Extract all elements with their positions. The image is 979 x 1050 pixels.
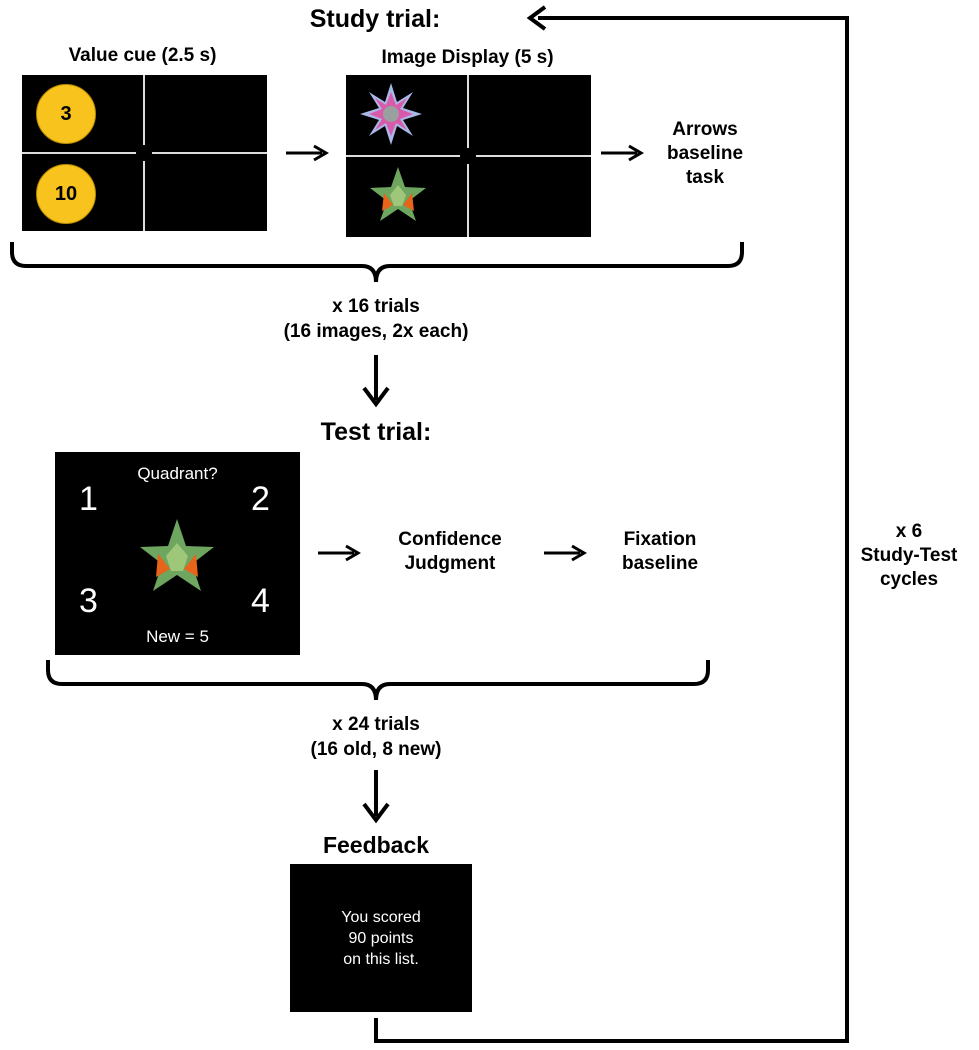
arrows-baseline-label: Arrows baseline task	[666, 119, 744, 188]
image-display-screen	[346, 75, 591, 237]
arrow-study-to-test	[362, 355, 390, 408]
quadrant-2-label: 2	[251, 480, 270, 518]
arrow-test-to-confidence	[318, 544, 361, 562]
value-coin-bottom: 10	[36, 164, 96, 224]
cycle-label: Study-Test cycles	[860, 545, 958, 590]
cycle-loop-arrow	[374, 5, 849, 1043]
quadrant-prompt: Quadrant?	[137, 464, 218, 483]
feedback-title: Feedback	[322, 832, 430, 858]
feedback-screen: You scored 90 points on this list.	[290, 864, 472, 1012]
new-option-label: New = 5	[146, 627, 209, 646]
study-brace	[10, 242, 744, 283]
stimulus-image-green	[370, 167, 426, 221]
coin-bottom-value: 10	[54, 182, 78, 205]
cycle-count: x 6	[895, 521, 923, 542]
image-display-label: Image Display (5 s)	[381, 47, 554, 68]
coin-top-value: 3	[60, 102, 72, 125]
confidence-judgment-label: Confidence Judgment	[398, 529, 502, 574]
test-trial-title: Test trial:	[320, 418, 432, 446]
study-repeat-count: x 16 trials	[332, 296, 420, 317]
stimulus-image-pink	[360, 83, 422, 145]
arrow-confidence-to-fixation	[544, 544, 587, 562]
quadrant-4-label: 4	[251, 582, 270, 620]
value-cue-label: Value cue (2.5 s)	[68, 45, 217, 66]
feedback-message: You scored 90 points on this list.	[341, 908, 421, 968]
value-coin-top: 3	[36, 84, 96, 144]
quadrant-grid	[346, 75, 591, 237]
value-cue-screen: 3 10	[22, 75, 267, 231]
arrow-display-to-arrows	[601, 144, 644, 162]
study-repeat-detail: (16 images, 2x each)	[283, 321, 469, 342]
stimulus-image-test	[140, 519, 214, 591]
test-repeat-detail: (16 old, 8 new)	[310, 739, 442, 760]
test-brace	[46, 660, 710, 701]
fixation-baseline-label: Fixation baseline	[621, 529, 699, 574]
quadrant-3-label: 3	[79, 582, 98, 620]
arrow-test-to-feedback	[362, 770, 390, 824]
test-repeat-count: x 24 trials	[332, 714, 420, 735]
study-trial-title: Study trial:	[309, 5, 441, 33]
arrow-cue-to-display	[286, 144, 329, 162]
quadrant-grid	[22, 75, 267, 231]
test-trial-screen: Quadrant? 1 2 3 4 New = 5	[55, 452, 300, 655]
quadrant-1-label: 1	[79, 480, 98, 518]
